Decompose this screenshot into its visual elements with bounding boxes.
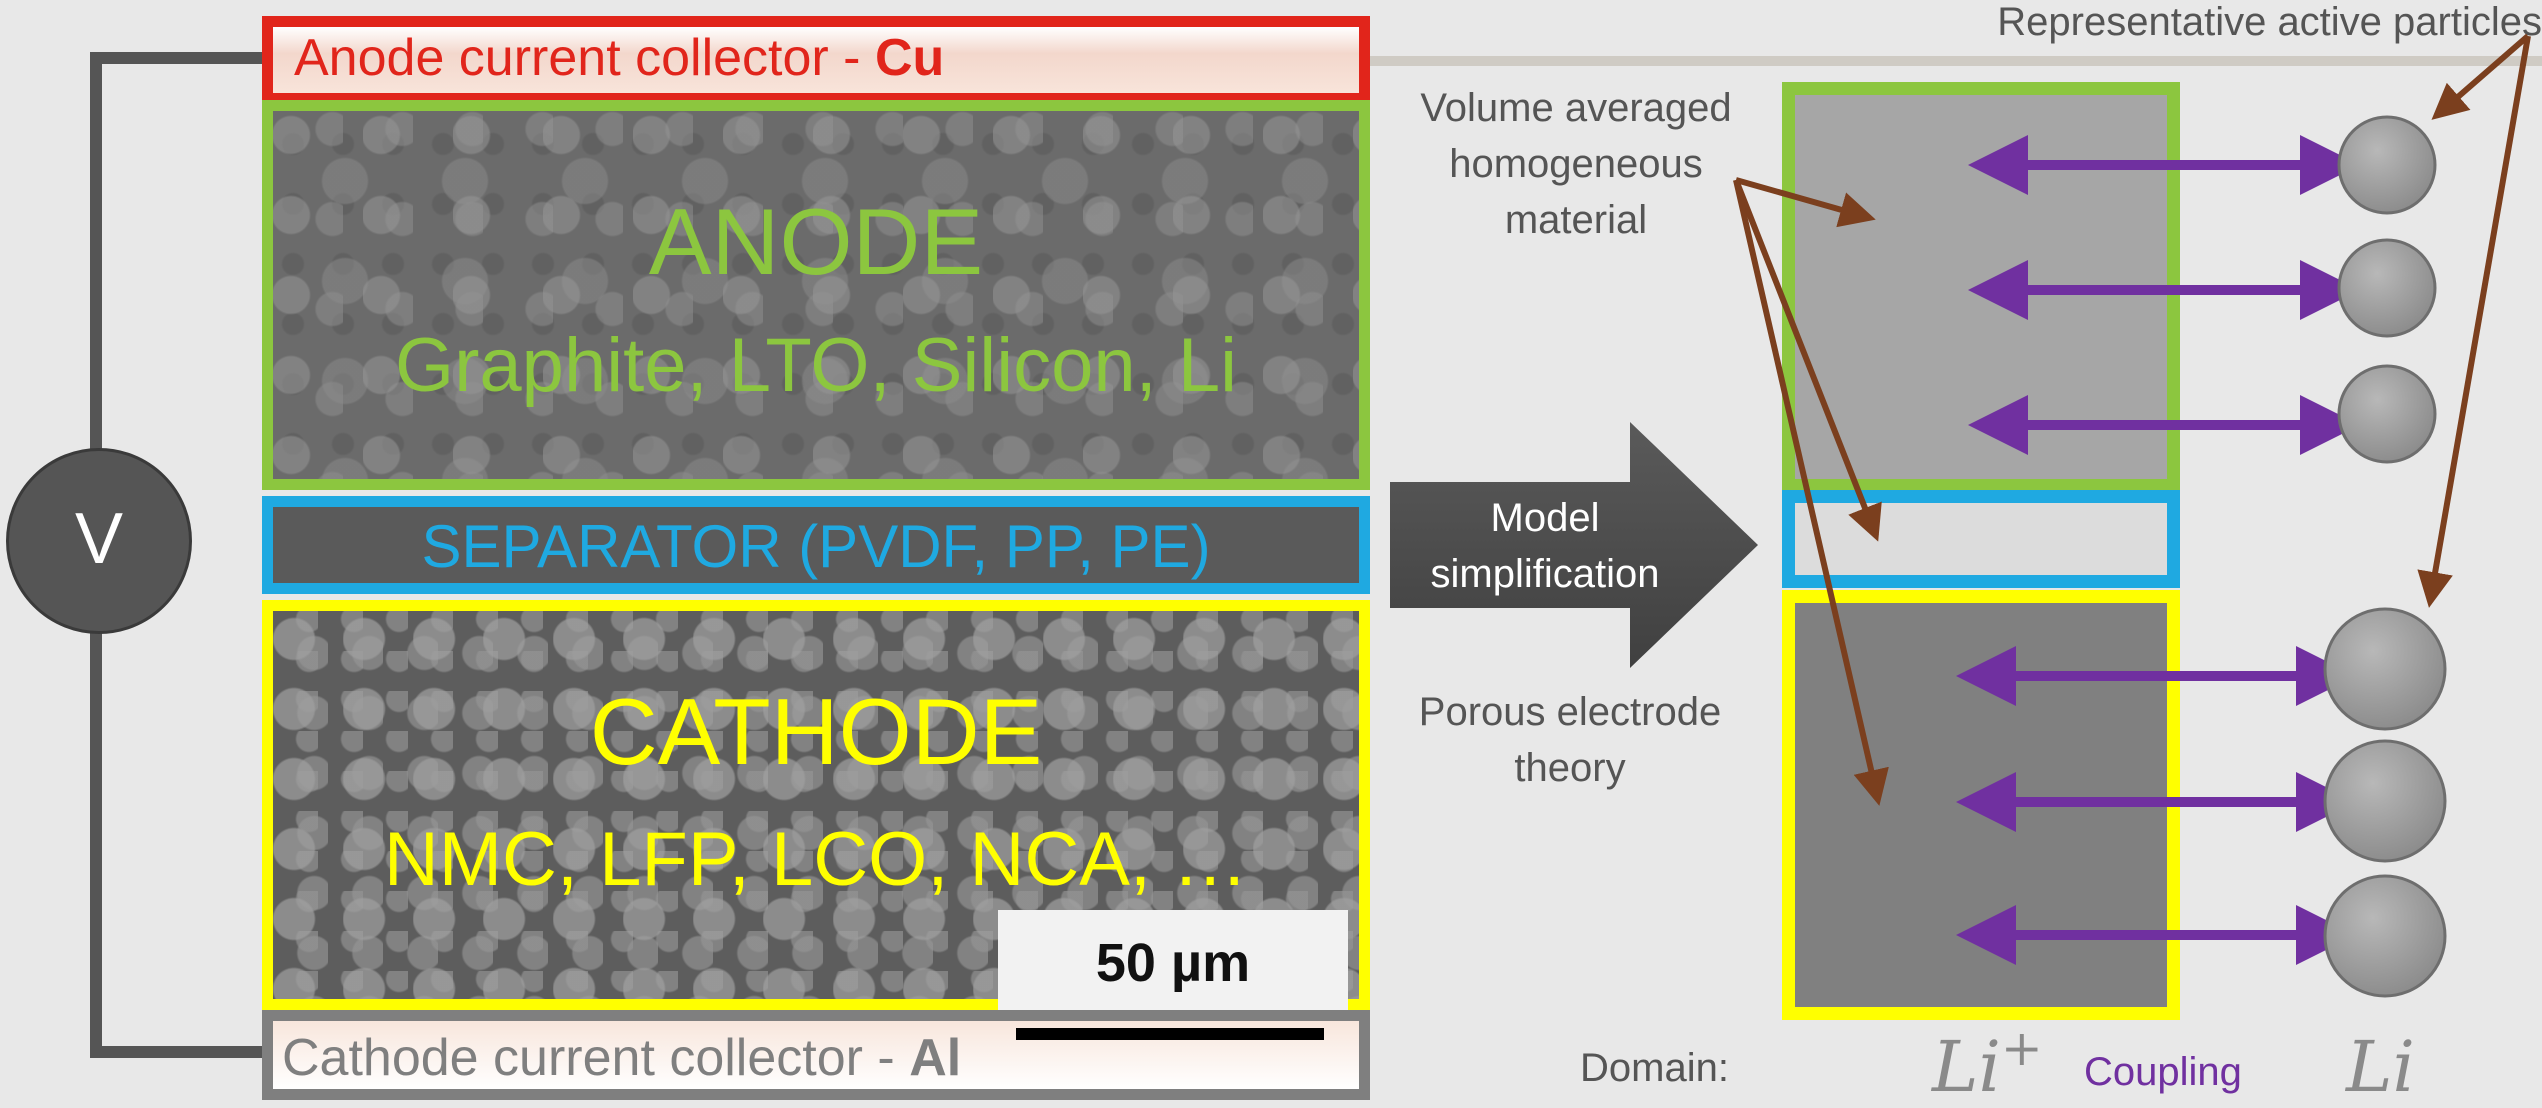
arrow-label-line1: Model <box>1490 496 1600 540</box>
anode-title: ANODE <box>648 189 984 294</box>
coupling-arrows <box>1956 135 2360 965</box>
scalebar-box <box>998 910 1348 1010</box>
porous-electrode-line1: Porous electrode <box>1418 690 1722 734</box>
cathode-cc-metal: Al <box>909 1029 962 1087</box>
li-label: Li <box>2346 1026 2415 1108</box>
separator-label: SEPARATOR (PVDF, PP, PE) <box>421 513 1211 580</box>
cathode-materials: NMC, LFP, LCO, NCA, … <box>383 817 1249 902</box>
li-plus-label: Li+ <box>1932 1019 2043 1108</box>
volume-averaged-line2: homogeneous <box>1449 142 1703 186</box>
porous-electrode-line2: theory <box>1514 746 1626 790</box>
anode-current-collector-label: Anode current collector - Cu <box>294 28 944 88</box>
arrow-label-line2: simplification <box>1430 552 1660 596</box>
anode-current-collector <box>262 16 1370 104</box>
li-plus-base: Li <box>1932 1026 2001 1108</box>
cathode-cc-prefix: Cathode current collector - <box>282 1029 910 1087</box>
scalebar-label: 50 µm <box>1095 933 1251 993</box>
volume-averaged-line1: Volume averaged <box>1420 86 1732 130</box>
model-simplification-arrow <box>1390 422 1758 668</box>
voltmeter-label: V <box>74 499 124 579</box>
cathode-title: CATHODE <box>589 679 1043 784</box>
cathode-current-collector <box>262 1010 1370 1100</box>
scalebar-line <box>1016 1028 1324 1040</box>
anode-cc-prefix: Anode current collector - <box>294 29 875 87</box>
domain-label: Domain: <box>1580 1046 1729 1090</box>
voltmeter <box>6 448 192 634</box>
anode-materials: Graphite, LTO, Silicon, Li <box>394 323 1237 408</box>
volume-averaged-line3: material <box>1504 198 1648 242</box>
top-divider <box>1370 56 2542 66</box>
active-particles <box>2323 115 2447 998</box>
anode-cc-metal: Cu <box>874 29 945 87</box>
coupling-label: Coupling <box>2084 1050 2242 1094</box>
li-plus-sup: + <box>2000 1019 2043 1077</box>
separator-layer <box>262 496 1370 594</box>
anode-layer <box>262 100 1370 490</box>
particles-label: Representative active particles <box>1997 0 2542 44</box>
annotation-arrows <box>1733 33 2531 806</box>
cathode-current-collector-label: Cathode current collector - Al <box>282 1028 961 1088</box>
